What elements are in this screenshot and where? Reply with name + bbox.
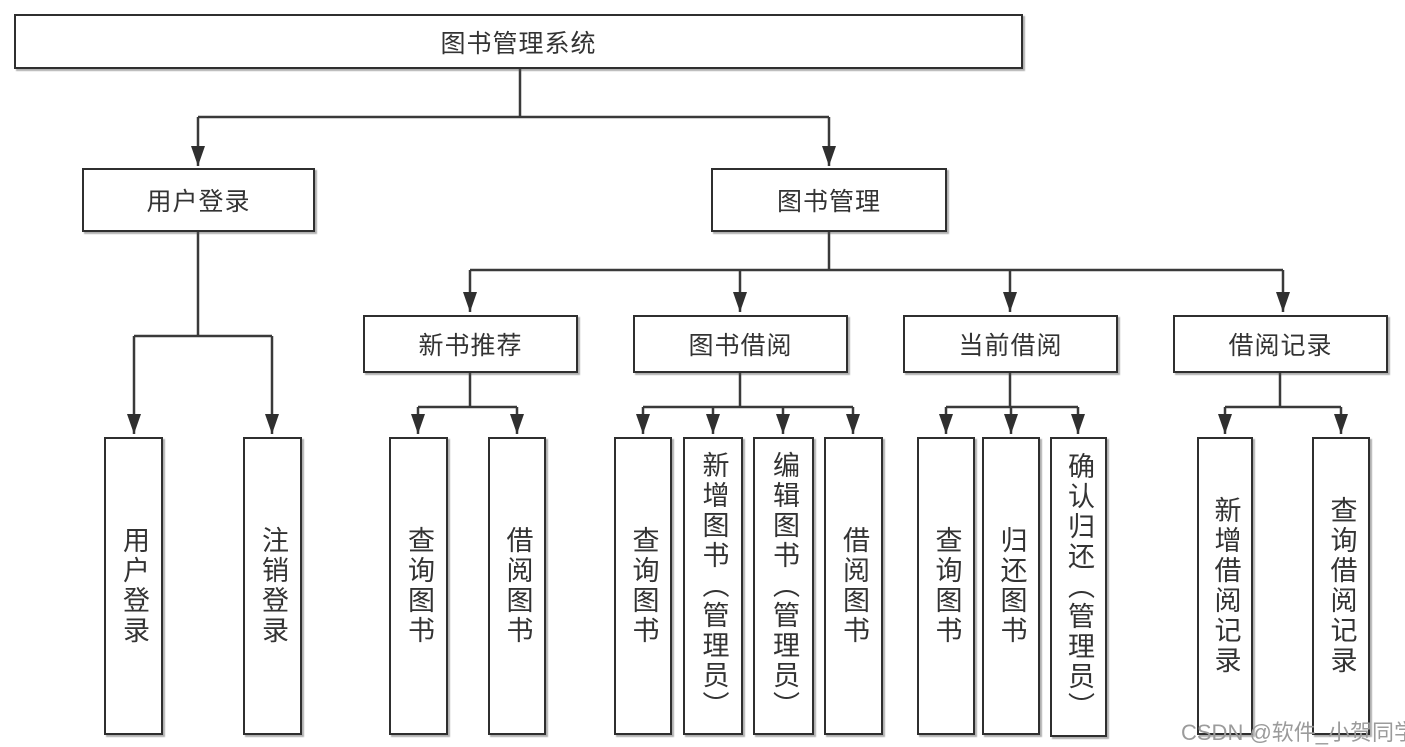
node-label: 注销登录 bbox=[258, 526, 288, 646]
leaf-user-login: 用户登录 bbox=[104, 437, 163, 735]
node-label: 图书管理 bbox=[776, 188, 881, 216]
node-book-borrowing: 图书借阅 bbox=[633, 315, 848, 373]
node-label: 查询图书 bbox=[404, 526, 434, 646]
node-user-login: 用户登录 bbox=[82, 168, 315, 232]
node-borrowing-records: 借阅记录 bbox=[1173, 315, 1388, 373]
node-label: 归还图书 bbox=[996, 526, 1027, 646]
leaf-cb-confirm-return-admin: 确认归还（管理员） bbox=[1050, 437, 1107, 737]
node-label: 借阅图书 bbox=[839, 526, 869, 646]
watermark: CSDN @软件_小贺同学 bbox=[1181, 720, 1405, 745]
connector-currentborrow-split bbox=[946, 373, 1078, 409]
node-label: 新增借阅记录 bbox=[1210, 496, 1241, 676]
node-label: 当前借阅 bbox=[958, 332, 1063, 360]
connector-root-drop bbox=[198, 68, 829, 119]
node-current-borrowing: 当前借阅 bbox=[903, 315, 1118, 373]
node-label: 用户登录 bbox=[119, 526, 149, 646]
leaf-br-query-record: 查询借阅记录 bbox=[1312, 437, 1370, 735]
node-new-book-recommendation: 新书推荐 bbox=[363, 315, 578, 373]
leaf-bb-query-books: 查询图书 bbox=[614, 437, 672, 735]
node-label: 查询图书 bbox=[931, 526, 962, 646]
leaf-bb-edit-books-admin: 编辑图书（管理员） bbox=[753, 437, 814, 735]
connector-newbookrec-split bbox=[418, 373, 517, 409]
node-label: 借阅记录 bbox=[1228, 332, 1333, 360]
connector-borrowrecords-split bbox=[1225, 373, 1341, 409]
node-label: 新增图书（管理员） bbox=[698, 451, 729, 721]
node-label: 图书借阅 bbox=[688, 332, 793, 360]
node-label: 确认归还（管理员） bbox=[1064, 452, 1094, 722]
node-label: 借阅图书 bbox=[502, 526, 533, 646]
leaf-rec-borrow-books: 借阅图书 bbox=[488, 437, 546, 735]
node-label: 用户登录 bbox=[146, 188, 251, 216]
leaf-cb-return-books: 归还图书 bbox=[982, 437, 1040, 735]
node-label: 图书管理系统 bbox=[440, 29, 597, 58]
leaf-bb-borrow-books: 借阅图书 bbox=[824, 437, 883, 735]
leaf-cb-query-books: 查询图书 bbox=[917, 437, 975, 735]
node-label: 新书推荐 bbox=[418, 332, 523, 360]
connector-bookborrow-split bbox=[643, 373, 853, 409]
node-book-management: 图书管理 bbox=[711, 168, 947, 232]
node-label: 编辑图书（管理员） bbox=[769, 451, 799, 721]
leaf-bb-add-books-admin: 新增图书（管理员） bbox=[683, 437, 743, 735]
node-root-library-system: 图书管理系统 bbox=[14, 14, 1023, 69]
node-label: 查询图书 bbox=[628, 526, 659, 646]
leaf-rec-query-books: 查询图书 bbox=[389, 437, 448, 735]
leaf-br-add-record: 新增借阅记录 bbox=[1197, 437, 1253, 735]
node-label: 查询借阅记录 bbox=[1326, 496, 1357, 676]
leaf-logout: 注销登录 bbox=[243, 437, 302, 735]
connector-userlogin-split bbox=[134, 232, 272, 338]
connector-bookmgmt-split bbox=[470, 232, 1283, 272]
